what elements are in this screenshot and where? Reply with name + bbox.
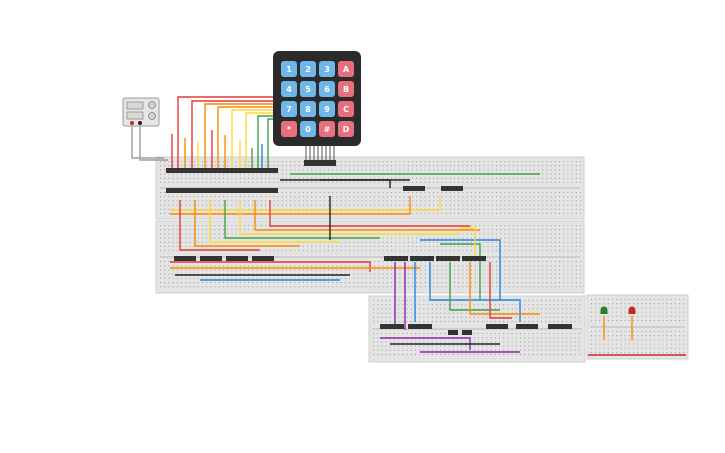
key-10[interactable]: 9 [319, 101, 335, 117]
ic-chip[interactable] [516, 324, 538, 329]
ic-chip[interactable] [208, 168, 222, 173]
power-supply[interactable] [122, 97, 160, 127]
key-4[interactable]: 4 [281, 81, 297, 97]
ic-chip[interactable] [166, 188, 180, 193]
key-15[interactable]: D [338, 121, 354, 137]
key-2[interactable]: 3 [319, 61, 335, 77]
key-1[interactable]: 2 [300, 61, 316, 77]
key-7[interactable]: B [338, 81, 354, 97]
key-5[interactable]: 5 [300, 81, 316, 97]
ic-chip[interactable] [180, 168, 194, 173]
ic-chip[interactable] [180, 188, 194, 193]
ic-chips [166, 168, 572, 335]
ic-chip[interactable] [226, 256, 248, 261]
ic-chip[interactable] [410, 256, 434, 261]
ic-chip[interactable] [222, 188, 236, 193]
ic-chip[interactable] [222, 168, 236, 173]
key-13[interactable]: 0 [300, 121, 316, 137]
ic-chip[interactable] [264, 188, 278, 193]
ic-chip[interactable] [436, 256, 460, 261]
ic-chip[interactable] [486, 324, 508, 329]
ic-chip[interactable] [548, 324, 572, 329]
led-green[interactable] [600, 306, 608, 315]
breadboard-small[interactable] [586, 294, 689, 360]
key-3[interactable]: A [338, 61, 354, 77]
ic-chip[interactable] [250, 188, 264, 193]
ic-chip[interactable] [166, 168, 180, 173]
key-6[interactable]: 6 [319, 81, 335, 97]
ic-chip[interactable] [380, 324, 404, 329]
ic-chip[interactable] [174, 256, 196, 261]
key-8[interactable]: 7 [281, 101, 297, 117]
wires [131, 96, 686, 356]
ic-chip[interactable] [236, 188, 250, 193]
ic-chip[interactable] [462, 330, 472, 335]
ic-chip[interactable] [236, 168, 250, 173]
ic-chip[interactable] [264, 168, 278, 173]
ic-chip[interactable] [403, 186, 425, 191]
ic-chip[interactable] [200, 256, 222, 261]
key-11[interactable]: C [338, 101, 354, 117]
key-12[interactable]: * [281, 121, 297, 137]
key-9[interactable]: 8 [300, 101, 316, 117]
ic-chip[interactable] [252, 256, 274, 261]
key-0[interactable]: 1 [281, 61, 297, 77]
ic-chip[interactable] [250, 168, 264, 173]
ic-chip[interactable] [462, 256, 486, 261]
ic-chip[interactable] [408, 324, 432, 329]
ic-chip[interactable] [448, 330, 458, 335]
led-red[interactable] [628, 306, 636, 315]
ic-chip[interactable] [194, 168, 208, 173]
ic-chip[interactable] [194, 188, 208, 193]
ic-chip[interactable] [441, 186, 463, 191]
ic-chip[interactable] [384, 256, 408, 261]
key-14[interactable]: # [319, 121, 335, 137]
ic-chip[interactable] [208, 188, 222, 193]
